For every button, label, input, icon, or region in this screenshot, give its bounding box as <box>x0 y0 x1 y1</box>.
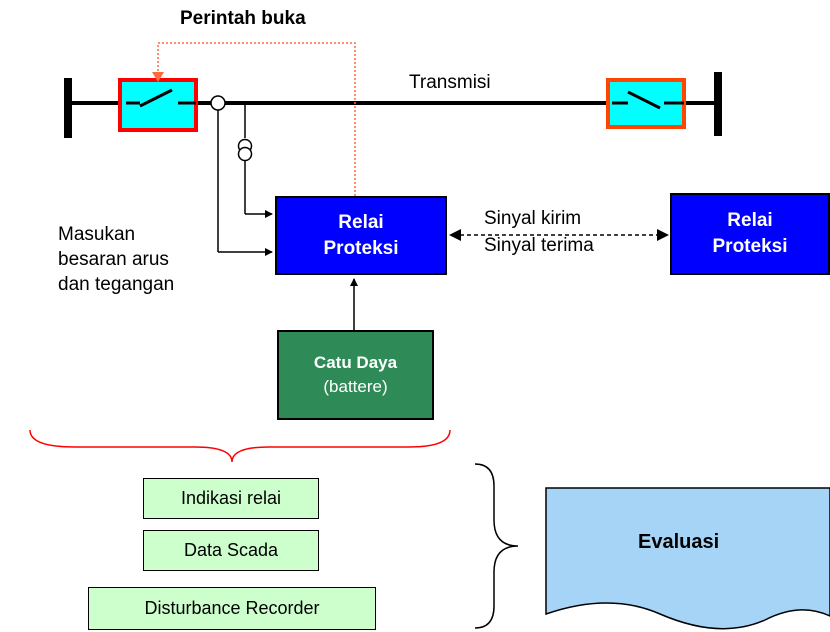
upper-brace <box>29 429 451 463</box>
current-transformer-icon <box>210 95 273 256</box>
remote-protection-relay: Relai Proteksi <box>670 193 830 275</box>
left-circuit-breaker-icon <box>118 78 198 132</box>
relay-title-line-1: Relai <box>727 210 773 231</box>
voltage-transformer-icon <box>237 103 273 218</box>
scada-data-box: Data Scada <box>143 530 319 571</box>
evaluation-label: Evaluasi <box>638 531 720 553</box>
relay-title-line-2: Proteksi <box>712 236 788 257</box>
evaluation-document <box>545 487 830 630</box>
power-supply-title: Catu Daya <box>313 353 398 372</box>
power-supply-box: Catu Daya (battere) <box>277 330 434 420</box>
records-brace <box>474 463 519 629</box>
disturbance-recorder-box: Disturbance Recorder <box>88 587 376 630</box>
input-label-line-2: besaran arus <box>58 249 169 270</box>
right-circuit-breaker-icon <box>606 78 686 129</box>
signal-send-label: Sinyal kirim <box>484 208 582 229</box>
trip-command-line <box>152 42 356 196</box>
input-quantities-label: Masukan besaran arus dan tegangan <box>58 222 174 297</box>
transmission-label: Transmisi <box>409 72 491 93</box>
input-label-line-3: dan tegangan <box>58 274 175 295</box>
scada-data-label: Data Scada <box>183 540 279 560</box>
relay-indication-box: Indikasi relai <box>143 478 319 519</box>
open-command-label: Perintah buka <box>180 8 306 29</box>
signal-receive-label: Sinyal terima <box>484 235 594 256</box>
input-label-line-1: Masukan <box>58 224 136 245</box>
relay-communication-arrow <box>449 229 669 241</box>
relay-title-line-2: Proteksi <box>323 237 399 259</box>
power-supply-subtitle: (battere) <box>323 377 388 396</box>
relay-title-line-1: Relai <box>338 211 384 233</box>
relay-indication-label: Indikasi relai <box>180 488 282 508</box>
disturbance-recorder-label: Disturbance Recorder <box>144 598 320 618</box>
local-protection-relay: Relai Proteksi <box>275 196 447 275</box>
